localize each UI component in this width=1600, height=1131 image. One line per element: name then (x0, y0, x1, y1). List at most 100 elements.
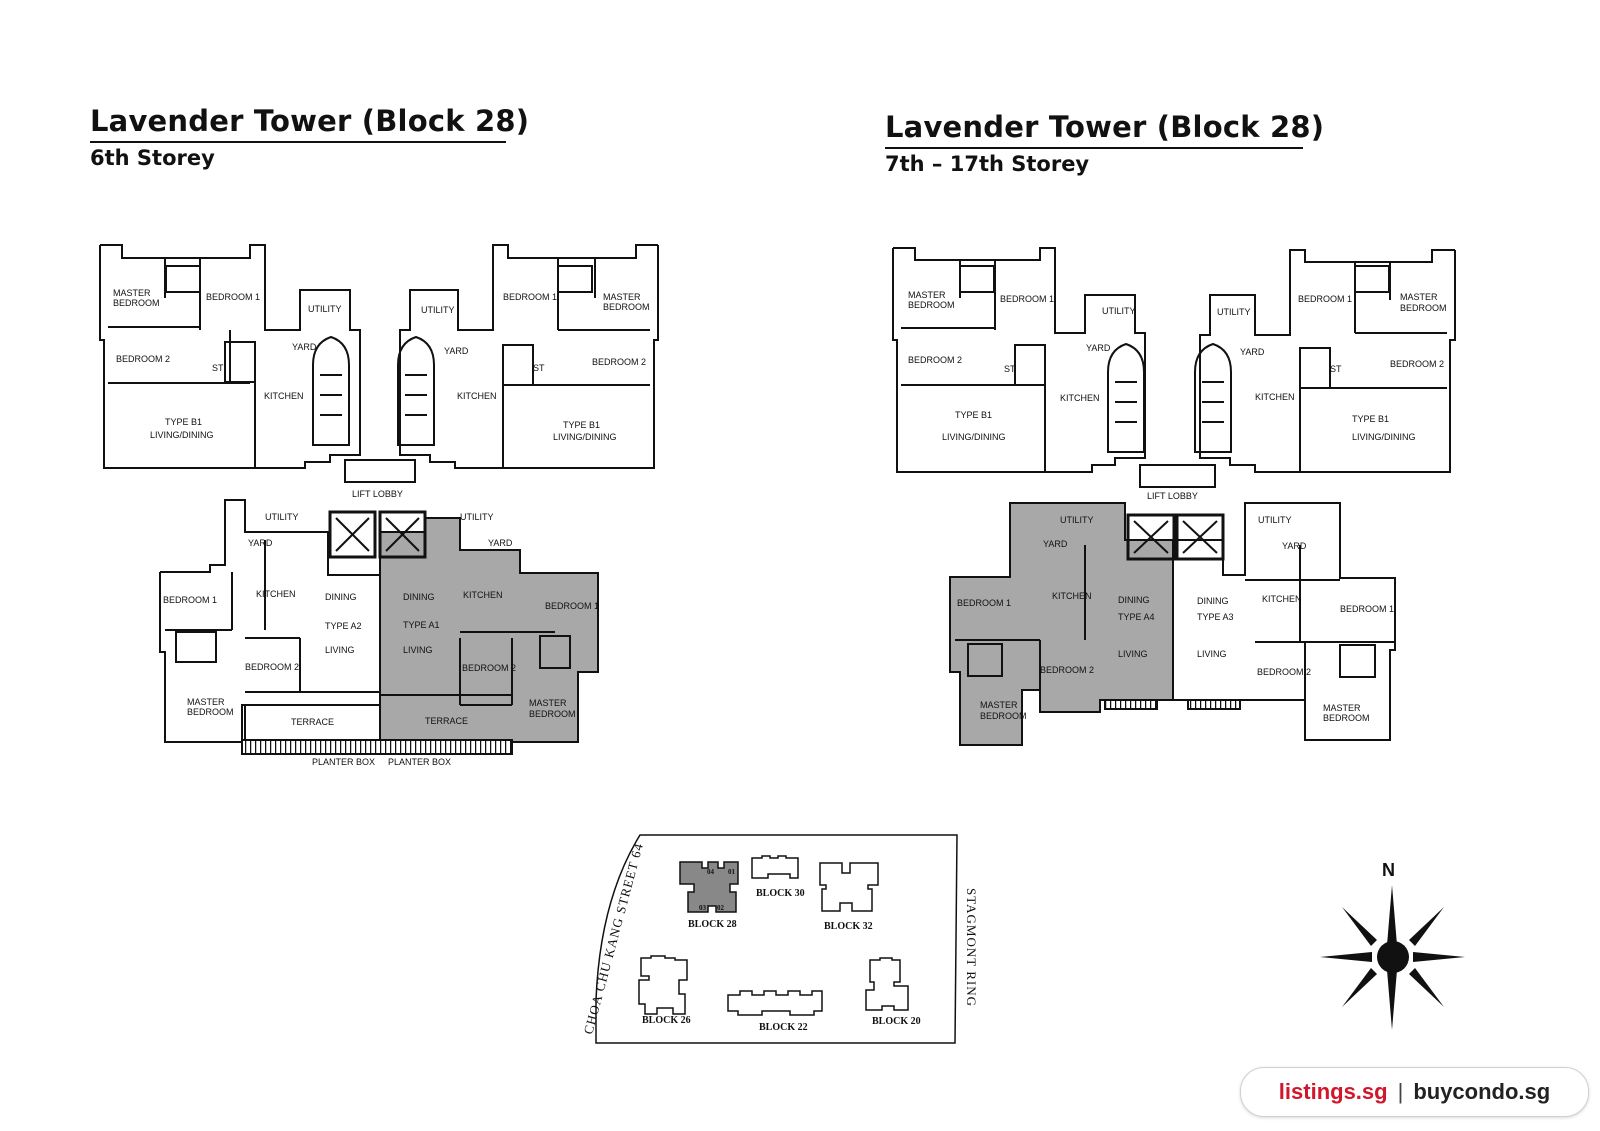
label-road-choa-chu-kang: CHOA CHU KANG STREET 64 (580, 841, 646, 1036)
label-living: LIVING (1197, 649, 1227, 659)
label-yard: YARD (292, 342, 317, 352)
label-utility: UTILITY (460, 512, 494, 522)
label-yard: YARD (1043, 539, 1068, 549)
site-block-20 (865, 957, 909, 1011)
right-floor-plan (892, 247, 1456, 746)
label-kitchen: KITCHEN (264, 391, 304, 401)
watermark-separator: | (1397, 1079, 1404, 1104)
site-block-28 (679, 861, 739, 913)
label-kitchen: KITCHEN (457, 391, 497, 401)
label-utility: UTILITY (1217, 307, 1251, 317)
label-living-dining: LIVING/DINING (553, 432, 617, 442)
label-type-b1: TYPE B1 (563, 420, 600, 430)
label-dining: DINING (1197, 596, 1229, 606)
label-yard: YARD (1282, 541, 1307, 551)
label-living: LIVING (403, 645, 433, 655)
label-terrace: TERRACE (425, 716, 468, 726)
label-bedroom-2: BEDROOM 2 (1040, 665, 1094, 675)
label-st: ST (212, 363, 224, 373)
label-dining: DINING (325, 592, 357, 602)
label-master-bedroom: MASTER (980, 700, 1018, 710)
label-type-b1: TYPE B1 (1352, 414, 1389, 424)
label-master-bedroom-2: BEDROOM (1323, 713, 1370, 723)
label-road-stagmont-ring: STAGMONT RING (964, 888, 979, 1007)
wall (892, 247, 1146, 473)
label-yard: YARD (444, 346, 469, 356)
label-master-bedroom-2: BEDROOM (908, 300, 955, 310)
label-kitchen: KITCHEN (1060, 393, 1100, 403)
label-master-bedroom-2: BEDROOM (980, 711, 1027, 721)
left-plan-title: Lavender Tower (Block 28) (90, 104, 530, 138)
label-master-bedroom: MASTER (1323, 703, 1361, 713)
compass-point-nw (1342, 907, 1377, 946)
label-bedroom-2: BEDROOM 2 (462, 663, 516, 673)
label-type-a4: TYPE A4 (1118, 612, 1155, 622)
label-st: ST (1330, 364, 1342, 374)
compass-point-e (1413, 952, 1465, 962)
compass-point-w (1320, 952, 1372, 962)
label-yard: YARD (248, 538, 273, 548)
label-block-20: BLOCK 20 (872, 1016, 921, 1027)
label-st: ST (533, 363, 545, 373)
label-bedroom-1: BEDROOM 1 (503, 292, 557, 302)
watermark-badge: listings.sg | buycondo.sg (1240, 1067, 1589, 1117)
label-type-b1: TYPE B1 (955, 410, 992, 420)
label-type-a3: TYPE A3 (1197, 612, 1234, 622)
left-plan-labels: MASTER BEDROOM BEDROOM 1 BEDROOM 2 UTILI… (113, 288, 650, 767)
label-utility: UTILITY (308, 304, 342, 314)
label-master-bedroom-2: BEDROOM (1400, 303, 1447, 313)
label-master-bedroom: MASTER (1400, 292, 1438, 302)
compass-point-ne (1409, 907, 1444, 946)
site-block-30 (751, 855, 799, 879)
label-bedroom-2: BEDROOM 2 (592, 357, 646, 367)
label-master-bedroom: MASTER (603, 292, 641, 302)
label-planter-box: PLANTER BOX (312, 757, 375, 767)
label-bedroom-2: BEDROOM 2 (245, 662, 299, 672)
label-kitchen: KITCHEN (1255, 392, 1295, 402)
label-utility: UTILITY (1258, 515, 1292, 525)
label-type-b1: TYPE B1 (165, 417, 202, 427)
watermark-listings: listings.sg (1278, 1079, 1388, 1104)
wall (159, 499, 381, 753)
label-dining: DINING (403, 592, 435, 602)
label-bedroom-2: BEDROOM 2 (116, 354, 170, 364)
wall (1173, 502, 1396, 741)
label-bedroom-1: BEDROOM 1 (1340, 604, 1394, 614)
label-utility: UTILITY (1060, 515, 1094, 525)
label-lift-lobby: LIFT LOBBY (1147, 491, 1198, 501)
label-bedroom-2: BEDROOM 2 (1257, 667, 1311, 677)
left-plan-subtitle: 6th Storey (90, 146, 215, 170)
label-living: LIVING (325, 645, 355, 655)
label-master-bedroom-2: BEDROOM (603, 302, 650, 312)
unit-number: 03 (699, 904, 707, 912)
label-utility: UTILITY (1102, 306, 1136, 316)
wall (99, 244, 361, 469)
label-utility: UTILITY (265, 512, 299, 522)
label-terrace: TERRACE (291, 717, 334, 727)
label-block-22: BLOCK 22 (759, 1022, 808, 1033)
label-type-a2: TYPE A2 (325, 621, 362, 631)
label-master-bedroom: MASTER (529, 698, 567, 708)
watermark-buycondo: buycondo.sg (1413, 1079, 1551, 1104)
label-dining: DINING (1118, 595, 1150, 605)
left-floor-plan (99, 244, 659, 755)
label-bedroom-1: BEDROOM 1 (163, 595, 217, 605)
right-plan-title: Lavender Tower (Block 28) (885, 110, 1325, 144)
compass-point-se (1409, 968, 1444, 1007)
label-kitchen: KITCHEN (1262, 594, 1302, 604)
label-yard: YARD (1086, 343, 1111, 353)
compass-point-sw (1342, 968, 1377, 1007)
label-living-dining: LIVING/DINING (1352, 432, 1416, 442)
label-utility: UTILITY (421, 305, 455, 315)
label-block-32: BLOCK 32 (824, 921, 873, 932)
compass-point-s (1387, 970, 1397, 1030)
unit-number: 02 (717, 904, 725, 912)
site-plan-labels: 04 01 03 02 BLOCK 28 BLOCK 30 BLOCK 32 B… (580, 841, 979, 1036)
label-bedroom-1: BEDROOM 1 (545, 601, 599, 611)
wall (1199, 249, 1456, 473)
label-bedroom-1: BEDROOM 1 (206, 292, 260, 302)
unit-number: 04 (707, 868, 715, 876)
label-yard: YARD (488, 538, 513, 548)
site-boundary (595, 834, 958, 1044)
